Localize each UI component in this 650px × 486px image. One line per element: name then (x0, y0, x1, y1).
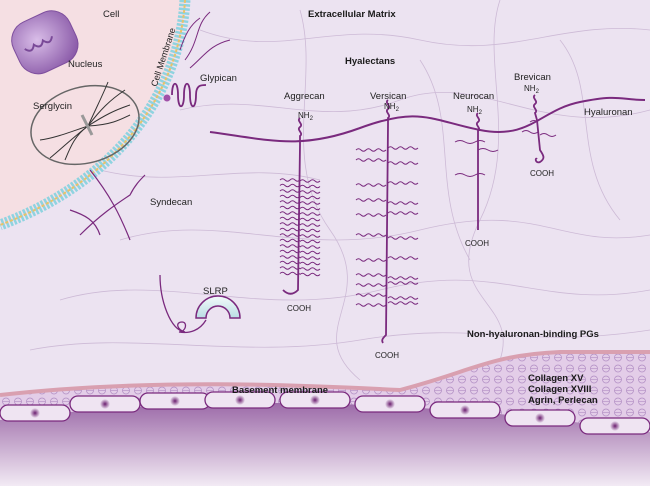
label-non-hyaluronan-binding: Non-hyaluronan-binding PGs (467, 329, 599, 340)
label-hyaluronan: Hyaluronan (584, 107, 633, 118)
aggrecan-cooh: COOH (287, 304, 311, 313)
label-versican: Versican (370, 91, 407, 102)
nucleus (11, 10, 79, 75)
brevican-cooh: COOH (530, 169, 554, 178)
label-cell: Cell (103, 9, 120, 20)
ecm-fibers (29, 0, 650, 381)
glypican-protein (171, 82, 207, 108)
cell-nucleus-dot (100, 399, 110, 409)
label-hyalectans: Hyalectans (345, 56, 396, 67)
label-collagen-xviii: Collagen XVIII (528, 384, 592, 395)
label-agrin-perlecan: Agrin, Perlecan (528, 395, 598, 406)
cell-nucleus-dot (235, 395, 245, 405)
aggrecan-protein (282, 117, 303, 295)
aggrecan-nh2: NH2 (298, 111, 313, 123)
label-collagen-xv: Collagen XV (528, 373, 584, 384)
label-neurocan: Neurocan (453, 91, 495, 102)
brevican-side-chains (521, 120, 557, 137)
brevican-protein (532, 94, 545, 164)
hyaluronan-chain (209, 96, 646, 143)
cell-nucleus-dot (310, 395, 320, 405)
versican-nh2: NH2 (384, 102, 399, 114)
neurocan-side-chains (454, 140, 499, 177)
label-brevican: Brevican (514, 72, 551, 83)
cell-nucleus-dot (460, 405, 470, 415)
slrp-chain (159, 274, 207, 334)
label-basement-membrane: Basement membrane (232, 385, 329, 396)
cell-nucleus-dot (610, 421, 620, 431)
versican-protein (381, 99, 391, 344)
epithelial-cells (0, 391, 650, 435)
cell-nucleus-dot (385, 399, 395, 409)
label-serglycin: Serglycin (33, 101, 73, 112)
slrp-core (195, 295, 241, 319)
neurocan-cooh: COOH (465, 239, 489, 248)
cell-nucleus-dot (30, 408, 40, 418)
brevican-nh2: NH2 (524, 84, 539, 96)
label-aggrecan: Aggrecan (284, 91, 325, 102)
serglycin-chains (39, 81, 131, 161)
neurocan-nh2: NH2 (467, 105, 482, 117)
label-extracellular-matrix: Extracellular Matrix (308, 9, 396, 20)
versican-cooh: COOH (375, 351, 399, 360)
aggrecan-side-chains (279, 178, 321, 277)
label-nucleus: Nucleus (68, 59, 103, 70)
syndecan-protein (69, 169, 146, 241)
tissue-layer (0, 403, 650, 486)
versican-side-chains (355, 146, 419, 307)
label-syndecan: Syndecan (150, 197, 193, 208)
cell-nucleus-dot (170, 396, 180, 406)
label-glypican: Glypican (200, 73, 237, 84)
label-slrp: SLRP (203, 286, 228, 297)
neurocan-protein (475, 112, 481, 230)
serglycin-vesicle (30, 84, 140, 166)
cell-nucleus-dot (535, 413, 545, 423)
